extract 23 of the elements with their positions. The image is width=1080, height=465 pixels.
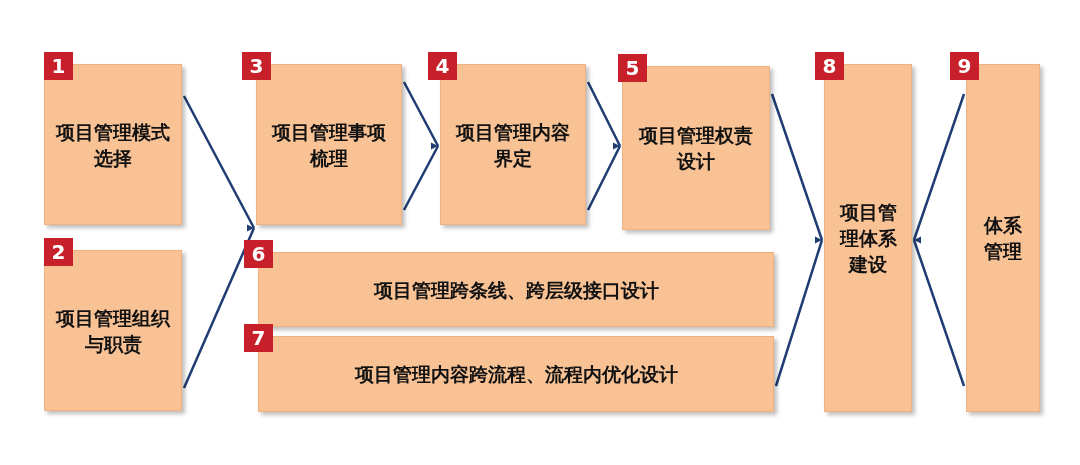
step-number: 5: [618, 54, 647, 82]
step-number: 8: [815, 52, 844, 80]
step-number: 9: [950, 52, 979, 80]
step-label: 项目管理跨条线、跨层级接口设计: [372, 277, 660, 303]
step-label: 体系管理: [982, 213, 1023, 264]
step-number: 7: [244, 324, 273, 352]
chevron-arrow: [912, 92, 966, 388]
step-number: 6: [244, 240, 273, 268]
step-label: 项目管理组织与职责: [54, 305, 172, 357]
step-label: 项目管理内容界定: [454, 119, 571, 171]
chevron-arrow: [586, 80, 622, 212]
chevron-arrow: [770, 92, 824, 388]
step-number: 3: [242, 52, 271, 80]
chevron-arrow: [182, 94, 256, 390]
step-label: 项目管理内容跨流程、流程内优化设计: [353, 362, 679, 387]
step-number: 2: [44, 238, 73, 266]
step-number: 4: [428, 52, 457, 80]
chevron-arrow: [402, 80, 440, 212]
step-label: 项目管理事项梳理: [270, 119, 387, 171]
step-number: 1: [44, 52, 73, 80]
step-label: 项目管理权责设计: [637, 123, 754, 174]
step-label: 项目管理体系建设: [838, 200, 898, 277]
step-label: 项目管理模式选择: [54, 119, 171, 171]
